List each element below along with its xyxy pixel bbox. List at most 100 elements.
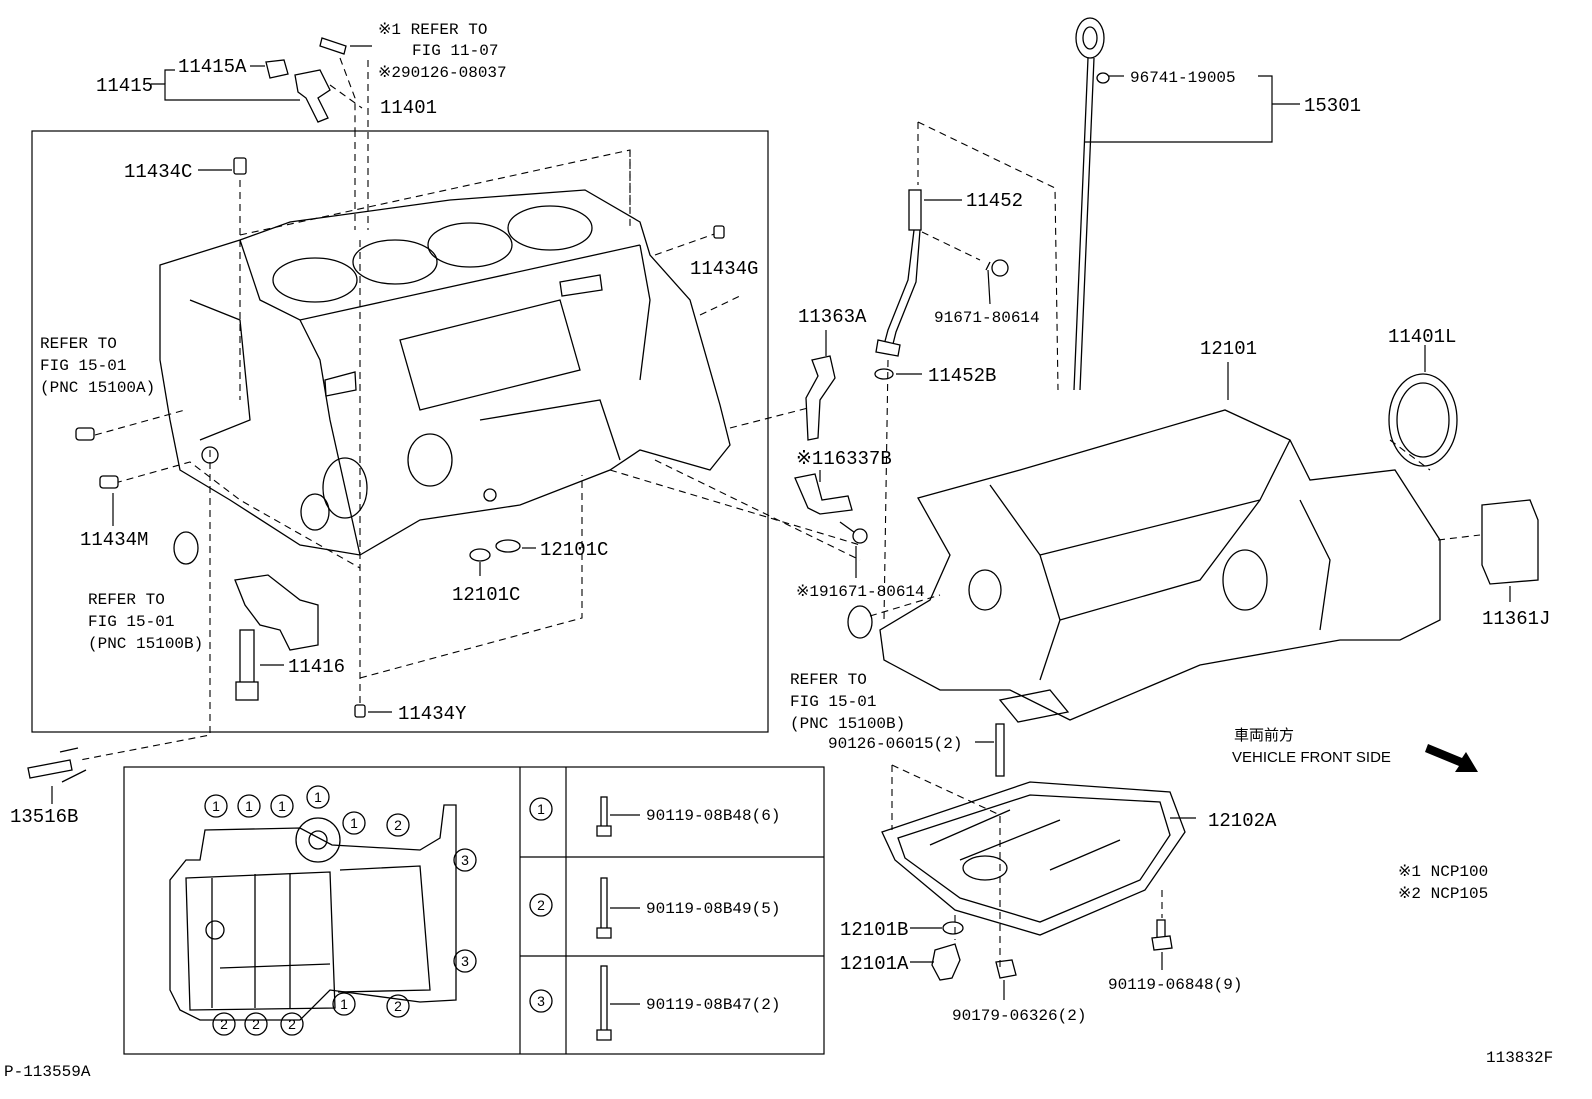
label-15301: 15301 — [1304, 95, 1361, 117]
label-90126-06015: 90126-06015(2) — [828, 735, 962, 753]
bolt-part-number: 90119-08B48(6) — [646, 807, 780, 825]
pattern-mark: 2 — [394, 998, 402, 1014]
label-11434c: 11434C — [124, 161, 192, 183]
o-ring-15100b — [173, 531, 199, 565]
oil-seal-11401l — [1388, 373, 1458, 467]
label-refer-15100b-right-3: (PNC 15100B) — [790, 715, 905, 733]
label-refer-15100b-1: REFER TO — [88, 591, 165, 609]
pattern-mark: 2 — [288, 1016, 296, 1032]
page-reference: P-113559A — [4, 1063, 91, 1081]
nut-90179 — [995, 959, 1017, 979]
union-11415a — [265, 59, 289, 79]
label-11452b: 11452B — [928, 365, 996, 387]
bolt-icon — [596, 965, 612, 1041]
label-12101c-right: 12101C — [540, 539, 608, 561]
pattern-mark: 1 — [314, 789, 322, 805]
bearing-cap-11416 — [234, 574, 319, 701]
bolt-90119-06848 — [1151, 919, 1173, 951]
label-16337b: ※116337B — [796, 448, 892, 470]
o-ring-12101c-a — [469, 548, 491, 562]
label-front-jp: 車両前方 — [1234, 727, 1294, 744]
label-11401: 11401 — [380, 97, 437, 119]
label-91671-80614: 91671-80614 — [934, 309, 1040, 327]
label-12102a: 12102A — [1208, 810, 1277, 832]
pattern-mark: 3 — [461, 852, 469, 868]
guide-11452 — [875, 189, 922, 357]
label-11434g: 11434G — [690, 258, 758, 280]
label-refer-15100a-1: REFER TO — [40, 335, 117, 353]
bracket-11363a — [805, 355, 836, 441]
label-13516b: 13516B — [10, 806, 78, 828]
pattern-mark: 3 — [461, 953, 469, 969]
label-11363a: 11363A — [798, 306, 867, 328]
label-front-en: VEHICLE FRONT SIDE — [1232, 749, 1391, 766]
label-11416: 11416 — [288, 656, 345, 678]
dowel-upper-left — [75, 427, 95, 441]
gasket-12101b — [942, 921, 964, 935]
label-refer-15100a-2: FIG 15-01 — [40, 357, 126, 375]
dowel-11434y — [354, 704, 366, 718]
o-ring-12101c-b — [495, 539, 521, 553]
o-ring-96741 — [1096, 72, 1110, 84]
label-11361j: 11361J — [1482, 608, 1550, 630]
label-90126-08037: ※290126-08037 — [378, 64, 507, 82]
cylinder-block — [159, 189, 731, 556]
pattern-mark: 2 — [252, 1016, 260, 1032]
plug-12101a — [931, 943, 961, 981]
label-90179-06326: 90179-06326(2) — [952, 1007, 1086, 1025]
label-refer-15100b-3: (PNC 15100B) — [88, 635, 203, 653]
label-refer-15100a-3: (PNC 15100A) — [40, 379, 155, 397]
label-11434m: 11434M — [80, 529, 148, 551]
bolt-icon — [596, 796, 612, 837]
oil-pan-bolt-pattern — [169, 804, 457, 1021]
o-ring-12101-15100b — [847, 605, 873, 639]
cover-11361j — [1481, 499, 1539, 585]
front-direction-arrow-icon — [1425, 744, 1478, 772]
bolt-table-row-3: 3 90119-08B47(2) — [529, 965, 780, 1041]
bolt-91671 — [985, 259, 1009, 277]
label-refer-fig-11-07: ※1 REFER TO — [378, 21, 487, 39]
bracket-16337b — [794, 473, 853, 515]
bolt-table-row-1: 1 90119-08B48(6) — [529, 796, 780, 837]
bolt-mark: 3 — [537, 993, 545, 1009]
pattern-mark: 1 — [212, 798, 220, 814]
oil-pan-upper-12101 — [879, 409, 1441, 723]
bolt-part-number: 90119-08B47(2) — [646, 996, 780, 1014]
label-12101a: 12101A — [840, 953, 909, 975]
label-90119-06848: 90119-06848(9) — [1108, 976, 1242, 994]
bolt-mark: 2 — [537, 897, 545, 913]
label-96741-19005: 96741-19005 — [1130, 69, 1236, 87]
pattern-mark: 1 — [278, 798, 286, 814]
cylinder-block-frame — [31, 130, 769, 733]
pattern-mark: 1 — [340, 996, 348, 1012]
dowel-11434m — [99, 475, 119, 489]
pattern-mark: 1 — [350, 815, 358, 831]
oil-jet-11415 — [294, 69, 331, 123]
label-11434y: 11434Y — [398, 703, 467, 725]
bolt-pattern-frame — [123, 766, 825, 1055]
label-12101: 12101 — [1200, 338, 1257, 360]
dowel-11434c — [233, 157, 247, 175]
bolt-part-number: 90119-08B49(5) — [646, 900, 780, 918]
pattern-marks: 1 1 1 1 1 2 3 3 1 2 2 2 2 — [204, 785, 477, 1036]
label-note-ncp105: ※2 NCP105 — [1398, 885, 1488, 903]
stud-90126-06015 — [995, 723, 1005, 777]
bolt-icon — [596, 877, 612, 939]
bolt-mark: 1 — [537, 801, 545, 817]
stud-11401 — [319, 37, 347, 55]
dipstick-15301 — [1073, 17, 1105, 391]
pattern-mark: 2 — [394, 817, 402, 833]
label-refer-fig-11-07-fig: FIG 11-07 — [412, 42, 498, 60]
pattern-mark: 1 — [245, 798, 253, 814]
label-refer-15100b-right-1: REFER TO — [790, 671, 867, 689]
label-12101c-left: 12101C — [452, 584, 520, 606]
label-12101b: 12101B — [840, 919, 908, 941]
pattern-mark: 2 — [220, 1016, 228, 1032]
label-11415: 11415 — [96, 75, 153, 97]
label-refer-15100b-right-2: FIG 15-01 — [790, 693, 876, 711]
leader-lines — [51, 45, 1511, 1000]
label-11401l: 11401L — [1388, 326, 1456, 348]
label-refer-15100b-2: FIG 15-01 — [88, 613, 174, 631]
